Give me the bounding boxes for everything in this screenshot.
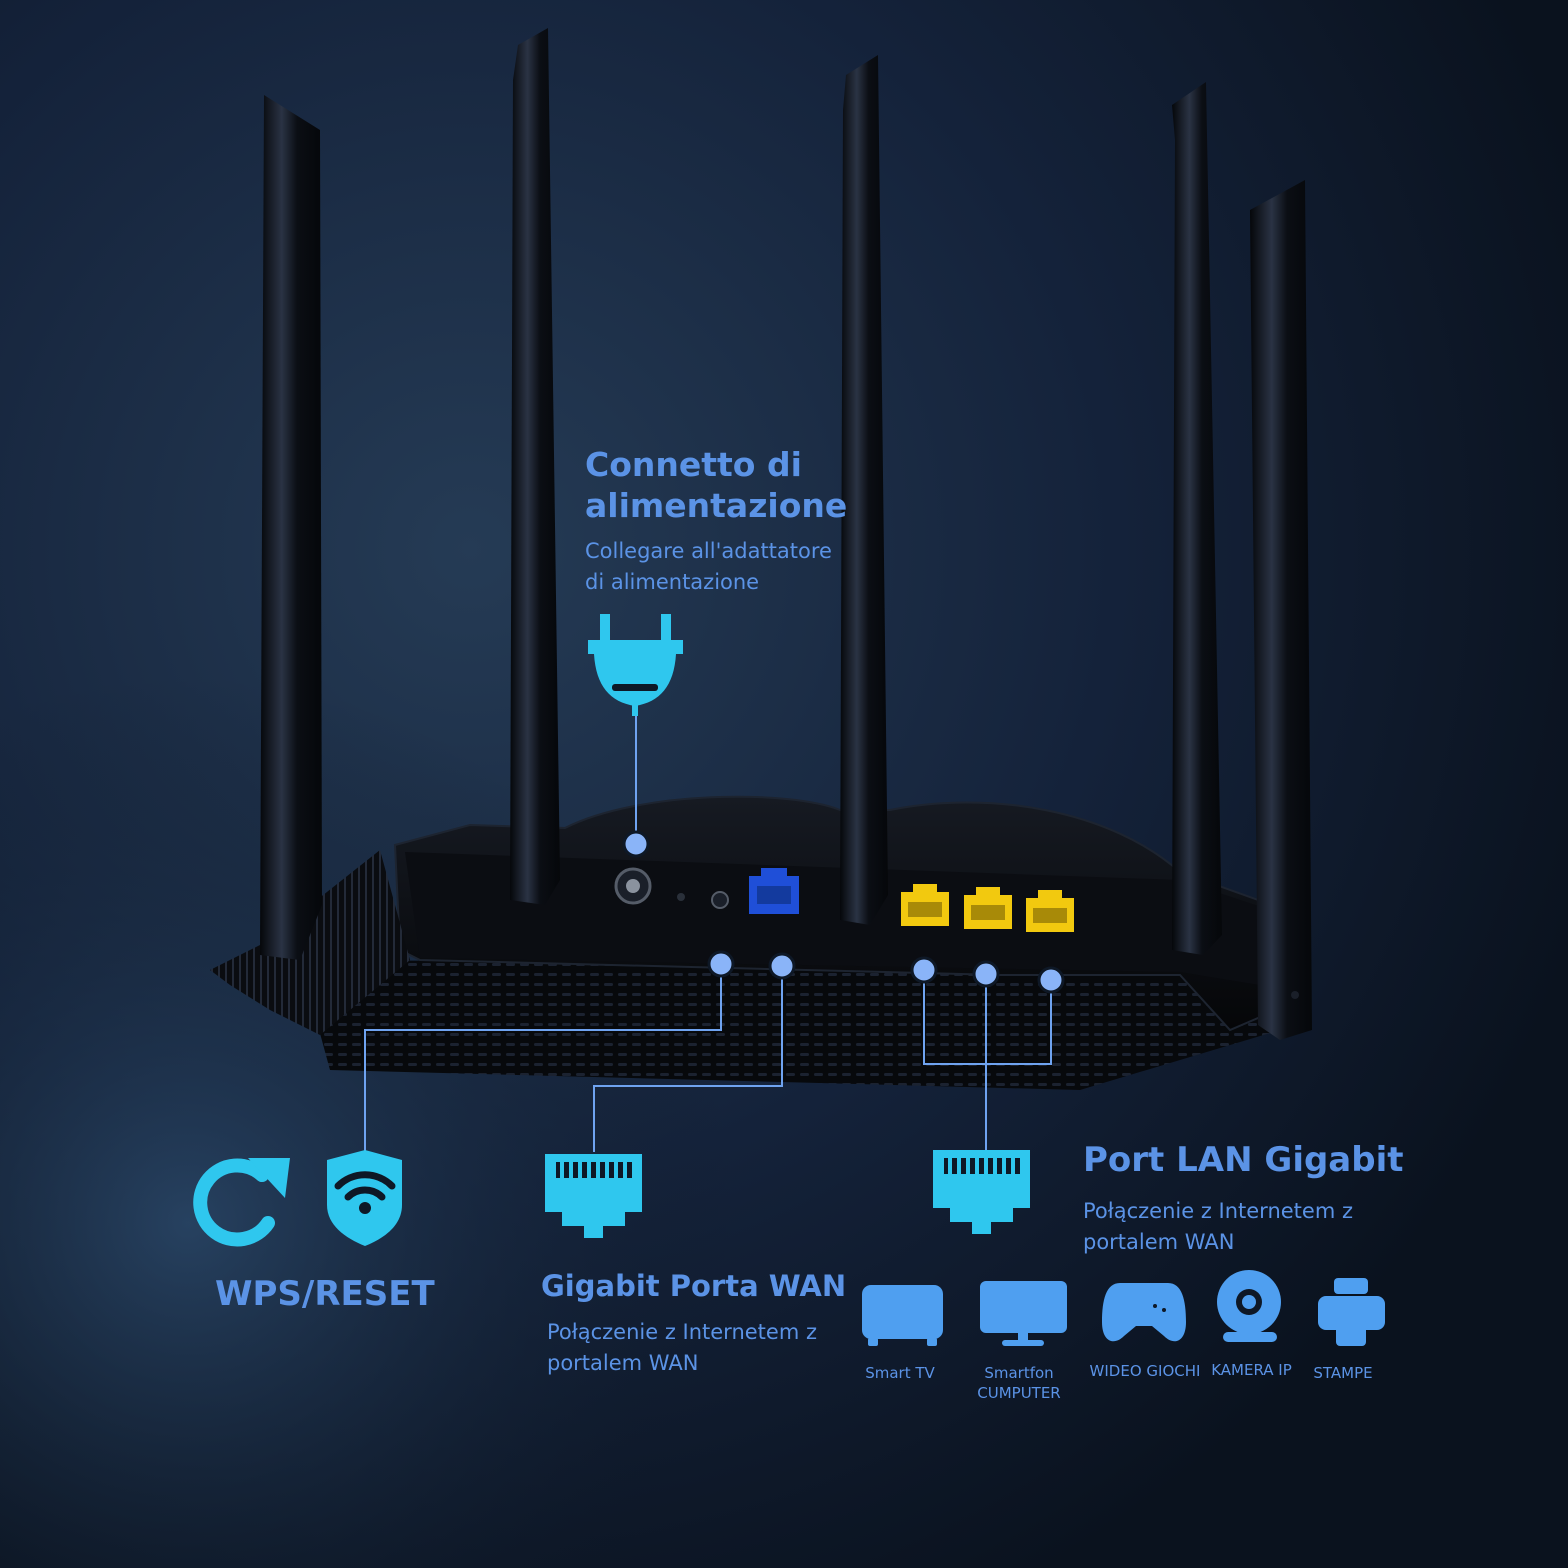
device-label-line: Smart TV (865, 1364, 935, 1382)
reset-hole (677, 893, 685, 901)
power-connector-title: Connetto di alimentazione (585, 444, 847, 526)
printer-icon (1318, 1278, 1385, 1346)
device-label-line: KAMERA IP (1211, 1361, 1292, 1379)
ethernet-lan-icon (933, 1150, 1030, 1234)
lan-port-subtitle: Połączenie z Internetem z portalem WAN (1083, 1196, 1353, 1258)
power-title-line-2: alimentazione (585, 486, 848, 525)
lan-port-title: Port LAN Gigabit (1083, 1140, 1404, 1180)
monitor-icon (980, 1281, 1067, 1346)
antenna-4 (1172, 82, 1222, 955)
power-plug-icon (588, 614, 683, 716)
tv-icon (862, 1285, 943, 1346)
wps-reset-title: WPS/RESET (215, 1274, 435, 1314)
router-bottom-vents (300, 960, 1280, 1090)
wifi-shield-icon (327, 1150, 402, 1246)
lan-port-2 (964, 887, 1012, 929)
callout-lines (364, 706, 1052, 1152)
lan-port-1 (901, 884, 949, 926)
device-label-ip-camera: KAMERA IP (1204, 1360, 1299, 1380)
wan-port (749, 868, 799, 914)
antenna-3 (840, 55, 888, 925)
device-label-video-games: WIDEO GIOCHI (1085, 1361, 1205, 1381)
wps-button (711, 891, 729, 909)
device-label-line: WIDEO GIOCHI (1089, 1362, 1201, 1380)
device-label-smart-tv: Smart TV (850, 1363, 950, 1383)
wan-port-title: Gigabit Porta WAN (541, 1269, 847, 1303)
device-label-line: STAMPE (1313, 1364, 1373, 1382)
wan-subtitle-line-1: Połączenie z Internetem z (547, 1320, 817, 1344)
antenna-5 (1250, 180, 1312, 1040)
device-label-printer: STAMPE (1302, 1363, 1384, 1383)
wan-subtitle-line-2: portalem WAN (547, 1351, 699, 1375)
device-label-line: CUMPUTER (977, 1384, 1061, 1402)
device-label-computer: Smartfon CUMPUTER (964, 1363, 1074, 1403)
antenna-2 (510, 28, 560, 905)
callout-dots (622, 830, 1065, 994)
wan-port-subtitle: Połączenie z Internetem z portalem WAN (547, 1317, 817, 1379)
gamepad-icon (1102, 1283, 1186, 1342)
antenna-1 (260, 95, 322, 960)
power-title-line-1: Connetto di (585, 445, 802, 484)
device-label-line: Smartfon (984, 1364, 1054, 1382)
power-subtitle-line-2: di alimentazione (585, 570, 760, 594)
lan-subtitle-line-2: portalem WAN (1083, 1230, 1235, 1254)
lan-port-3 (1026, 890, 1074, 932)
lan-subtitle-line-1: Połączenie z Internetem z (1083, 1199, 1353, 1223)
router-side-vent (210, 850, 410, 1035)
ethernet-wan-icon (545, 1154, 642, 1238)
power-connector-subtitle: Collegare all'adattatore di alimentazion… (585, 536, 832, 598)
webcam-icon (1217, 1270, 1281, 1342)
reset-icon (193, 1158, 290, 1247)
power-subtitle-line-1: Collegare all'adattatore (585, 539, 832, 563)
